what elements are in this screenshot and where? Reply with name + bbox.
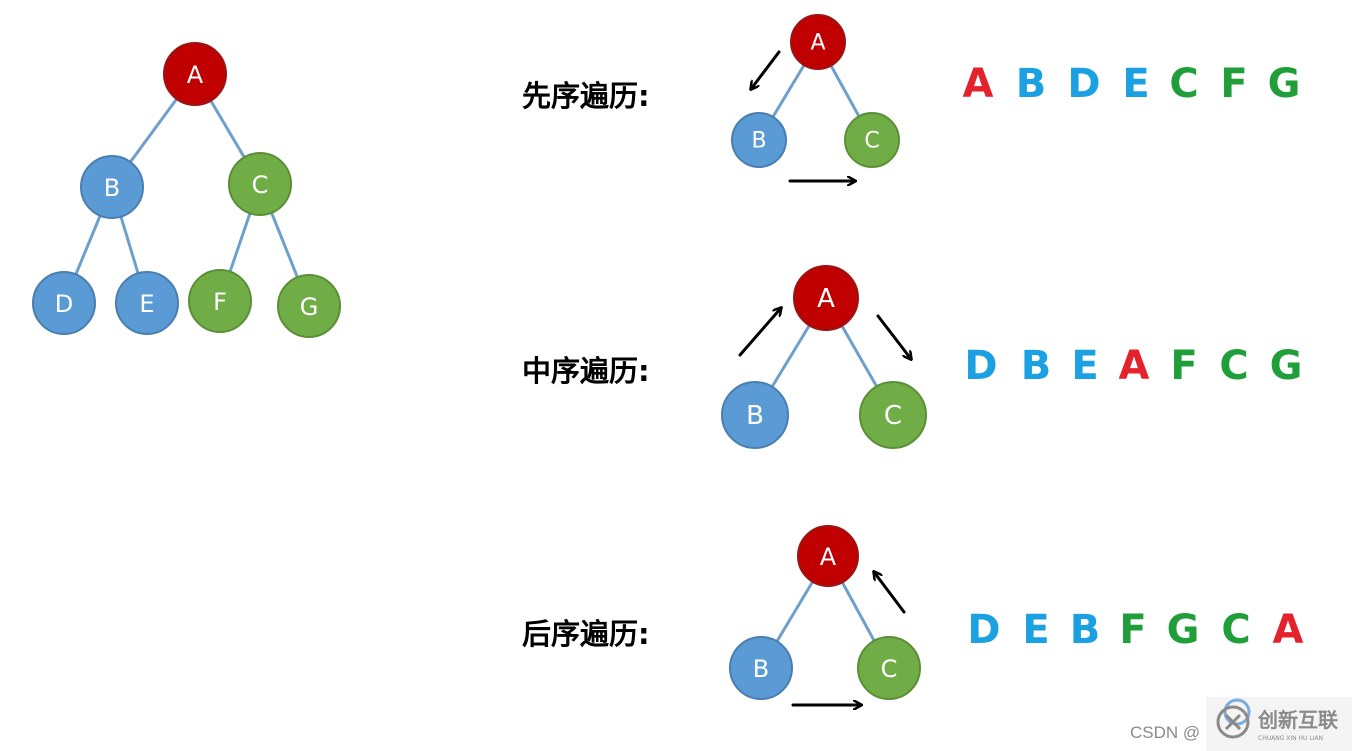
mini-node-root: A: [797, 525, 859, 587]
node-label: C: [884, 401, 902, 431]
node-label: A: [820, 543, 837, 571]
tree-node-b: B: [80, 155, 144, 219]
arrow-down-left-icon: [751, 50, 781, 89]
mini-node-left: B: [721, 381, 789, 449]
arrow-up-left-icon: [874, 572, 906, 614]
traversal-label: 先序遍历:: [522, 79, 650, 113]
sequence-letter: A: [1273, 607, 1304, 653]
node-circle: [115, 271, 179, 335]
sequence-letter: F: [1119, 607, 1146, 653]
node-label: A: [187, 61, 204, 89]
sequence-letter: B: [1016, 61, 1047, 107]
mini-node-root: A: [790, 14, 846, 70]
node-circle: [797, 525, 859, 587]
node-label: C: [252, 171, 269, 199]
mini-node-left: B: [731, 112, 787, 168]
node-label: A: [810, 31, 825, 56]
sequence-letter: D: [964, 343, 997, 389]
node-circle: [857, 636, 921, 700]
traversal-label: 中序遍历:: [522, 354, 650, 388]
brand-logo-icon: [1216, 705, 1250, 739]
tree-node-g: G: [277, 274, 341, 338]
node-circle: [721, 381, 789, 449]
node-label: C: [864, 129, 879, 154]
node-label: B: [753, 655, 769, 683]
tree-node-e: E: [115, 271, 179, 335]
sequence-letter: C: [1169, 61, 1198, 107]
sequence-letter: D: [1067, 61, 1100, 107]
sequence-letter: D: [967, 607, 1000, 653]
sequence-letter: B: [1070, 607, 1101, 653]
node-circle: [277, 274, 341, 338]
watermark: CSDN @ 创新互联 CHUANG XIN HU LIAN: [1130, 697, 1352, 751]
watermark-brand: 创新互联: [1257, 708, 1338, 732]
arrow-down-right-icon: [876, 314, 911, 359]
tree-node-d: D: [32, 271, 96, 335]
node-label: B: [751, 129, 766, 154]
tree-node-f: F: [188, 269, 252, 333]
node-label: G: [300, 293, 319, 321]
node-circle: [859, 381, 927, 449]
mini-node-right: C: [844, 112, 900, 168]
node-circle: [32, 271, 96, 335]
sequence-letter: B: [1021, 343, 1052, 389]
mini-tree: A B C: [731, 14, 900, 168]
node-circle: [188, 269, 252, 333]
watermark-brand-sub: CHUANG XIN HU LIAN: [1258, 735, 1323, 742]
tree-node-a: A: [163, 42, 227, 106]
sequence-letter: C: [1221, 607, 1250, 653]
mini-node-right: C: [859, 381, 927, 449]
mini-node-root: A: [793, 265, 859, 331]
node-label: E: [139, 290, 154, 318]
node-circle: [228, 152, 292, 216]
node-circle: [793, 265, 859, 331]
node-circle: [80, 155, 144, 219]
tree-node-c: C: [228, 152, 292, 216]
traversal-label: 后序遍历:: [522, 617, 650, 651]
mini-tree: A B C: [721, 265, 927, 449]
mini-node-left: B: [729, 636, 793, 700]
node-label: C: [881, 655, 898, 683]
full-binary-tree: A B C D E F G: [32, 42, 341, 338]
node-circle: [790, 14, 846, 70]
sequence-letter: E: [1071, 343, 1098, 389]
node-label: B: [104, 174, 120, 202]
sequence-letter: E: [1022, 607, 1049, 653]
node-circle: [844, 112, 900, 168]
node-circle: [729, 636, 793, 700]
node-label: D: [55, 290, 73, 318]
watermark-csdn: CSDN @: [1130, 723, 1200, 742]
sequence-letter: F: [1220, 61, 1247, 107]
sequence-letter: G: [1270, 343, 1303, 389]
mini-node-right: C: [857, 636, 921, 700]
sequence-letter: G: [1268, 61, 1301, 107]
sequence-letter: F: [1170, 343, 1197, 389]
sequence-letter: A: [1119, 343, 1150, 389]
node-label: B: [746, 401, 764, 431]
sequence-letter: C: [1219, 343, 1248, 389]
node-label: F: [213, 288, 227, 316]
sequence-letter: E: [1122, 61, 1149, 107]
arrow-up-right-icon: [738, 308, 781, 357]
node-label: A: [817, 284, 835, 314]
sequence-letter: G: [1167, 607, 1200, 653]
node-circle: [163, 42, 227, 106]
mini-tree: A B C: [729, 525, 921, 700]
node-circle: [731, 112, 787, 168]
sequence-letter: A: [963, 61, 994, 107]
